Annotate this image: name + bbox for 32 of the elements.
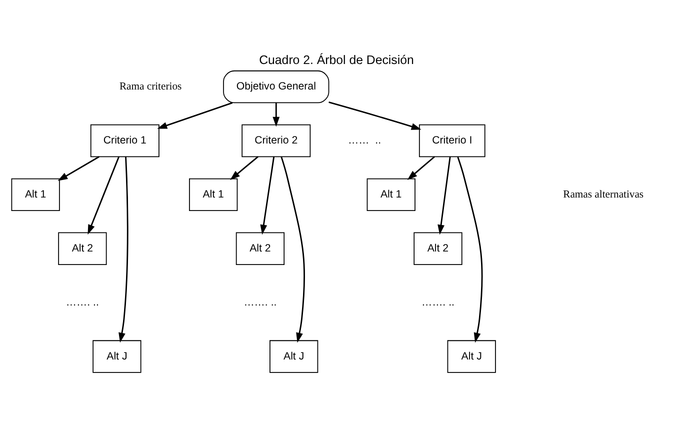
arrow	[118, 156, 128, 343]
arrow	[457, 156, 483, 343]
node-box: Alt J	[92, 340, 142, 373]
arrow	[407, 156, 435, 180]
arrow	[157, 102, 233, 129]
node-box: Alt 2	[58, 232, 107, 265]
node-box: Alt 2	[236, 232, 285, 265]
label: ……. ..	[66, 296, 99, 308]
node-box: Objetivo General	[223, 70, 330, 104]
arrow	[272, 102, 280, 127]
node-box: Criterio I	[418, 124, 486, 158]
node-box: Alt J	[447, 340, 496, 373]
diagram-title: Cuadro 2. Árbol de Decisión	[259, 52, 414, 67]
arrow	[280, 156, 306, 343]
label: Rama criterios	[119, 82, 182, 93]
arrow	[260, 156, 275, 235]
node-box: Alt 1	[366, 178, 416, 212]
arrow	[88, 156, 120, 235]
arrow	[438, 156, 451, 235]
label: ……. ..	[244, 296, 277, 308]
node-box: Criterio 2	[242, 124, 311, 158]
node-box: Alt 1	[189, 178, 238, 212]
label: …… ..	[348, 134, 382, 146]
arrow	[230, 156, 258, 180]
label: Ramas alternativas	[563, 189, 644, 200]
node-box: Criterio 1	[90, 124, 160, 158]
arrow	[328, 102, 422, 130]
node-box: Alt 2	[414, 232, 462, 265]
node-box: Alt J	[270, 340, 318, 373]
label: ……. ..	[421, 296, 454, 308]
node-box: Alt 1	[11, 178, 60, 212]
arrow	[58, 156, 100, 181]
